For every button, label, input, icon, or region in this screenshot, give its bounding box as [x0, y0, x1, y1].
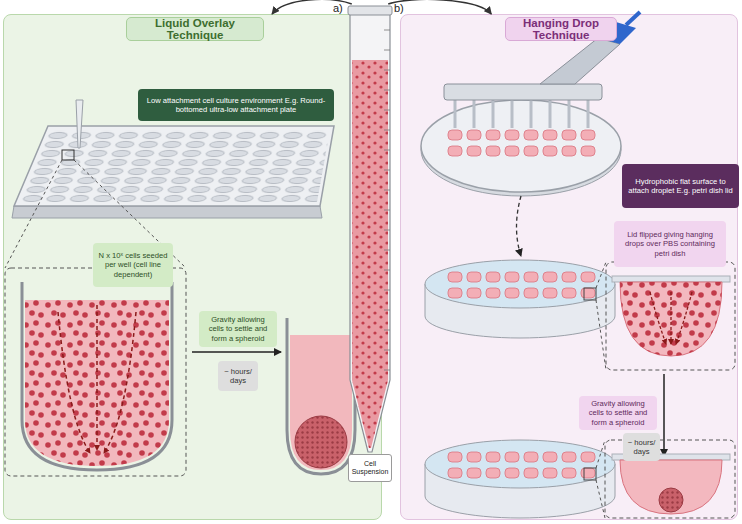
tube-label: Cell Suspension [348, 454, 392, 482]
info-box: Low attachment cell culture environment … [138, 89, 334, 121]
box-text: ~ hours/ days [627, 438, 656, 456]
graduations [384, 30, 390, 370]
box-text: Lid flipped giving hanging drops over PB… [618, 230, 722, 257]
box-text: Gravity allowing cells to settle and for… [203, 315, 273, 342]
note-box: Lid flipped giving hanging drops over PB… [614, 221, 726, 267]
panel-title: Hanging Drop Technique [505, 17, 617, 41]
panel-letter: b) [394, 2, 404, 14]
technique-panel: Hanging Drop TechniqueHydrophobic flat s… [400, 14, 738, 520]
note-box: Gravity allowing cells to settle and for… [199, 311, 277, 347]
box-text: Gravity allowing cells to settle and for… [583, 399, 653, 426]
info-box: Hydrophobic flat surface to attach dropl… [622, 164, 739, 208]
note-box: Gravity allowing cells to settle and for… [579, 396, 657, 430]
curved-arrow [272, 0, 352, 14]
tube-node: Cell Suspension [346, 4, 394, 482]
technique-panel: Liquid Overlay TechniqueLow attachment c… [3, 14, 382, 520]
time-box: ~ hours/ days [218, 361, 258, 391]
panel-title: Liquid Overlay Technique [126, 17, 264, 41]
box-text: N x 10ˣ cells seeded per well (cell line… [97, 251, 169, 278]
time-box: ~ hours/ days [623, 433, 660, 461]
curved-arrow [388, 0, 491, 14]
box-text: Low attachment cell culture environment … [142, 96, 330, 114]
panel-letter: a) [333, 2, 343, 14]
box-text: Hydrophobic flat surface to attach dropl… [626, 177, 735, 195]
box-text: ~ hours/ days [222, 367, 254, 385]
note-box: N x 10ˣ cells seeded per well (cell line… [93, 243, 173, 287]
